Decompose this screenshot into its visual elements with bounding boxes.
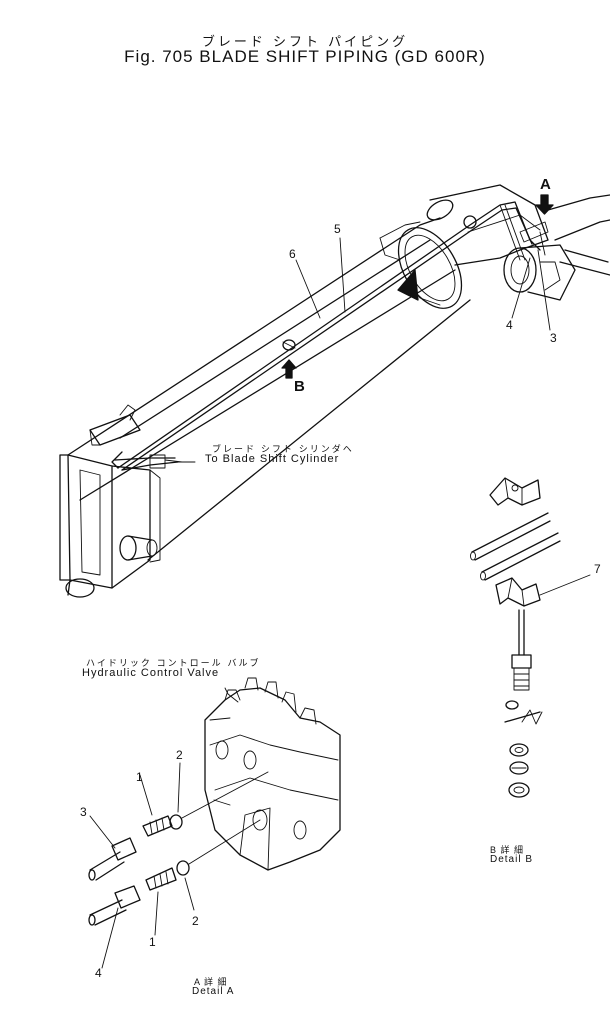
detail-a-label: Detail A [192,986,235,997]
to-cylinder-label: To Blade Shift Cylinder [205,453,340,465]
callout-detail-a-1-bottom: 1 [149,935,156,949]
detail-a-label-japanese: A 詳 細 [194,977,228,987]
callout-4: 4 [506,318,513,332]
callout-detail-a-4: 4 [95,966,102,980]
callout-detail-a-2-top: 2 [176,748,183,762]
detail-a-drawing [88,677,341,969]
main-leader-lines [177,237,551,463]
callout-3: 3 [550,331,557,345]
detail-b-drawing [470,477,591,798]
title-english: Fig. 705 BLADE SHIFT PIPING (GD 600R) [124,47,486,66]
main-frame [59,184,610,598]
callout-detail-a-3: 3 [80,805,87,819]
callout-6: 6 [289,247,296,261]
view-arrow-b-label: B [294,378,305,395]
valve-label: Hydraulic Control Valve [82,667,220,679]
view-arrows [281,194,554,379]
pipe-assembly [111,201,549,471]
view-arrow-a-label: A [540,176,551,193]
to-cylinder-label-japanese: ブレード シフト シリンダヘ [212,445,354,455]
detail-b-label: Detail B [490,854,534,865]
callout-detail-a-2-bottom: 2 [192,914,199,928]
valve-label-japanese: ハイドリック コントロール バルブ [86,659,261,669]
title-japanese: ブレード シフト パイピング [201,35,409,50]
detail-b-label-japanese: B 詳 細 [490,845,525,855]
callout-detail-b-7: 7 [594,562,601,576]
callout-5: 5 [334,222,341,236]
callout-detail-a-1-top: 1 [136,770,143,784]
